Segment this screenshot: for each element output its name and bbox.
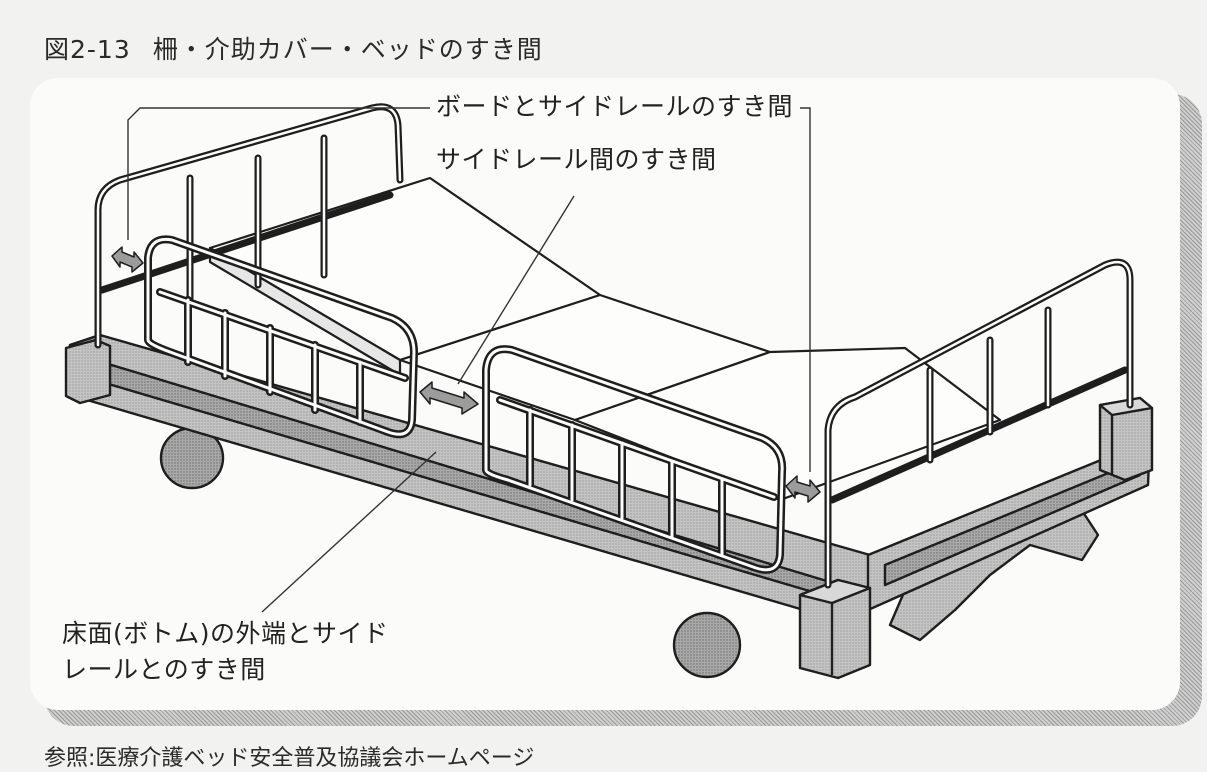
- label-floor-gap-line2: レールとのすき間: [62, 655, 266, 684]
- leader-rail-gap: [457, 195, 575, 385]
- figure-title: 図2-13 柵・介助カバー・ベッドのすき間: [44, 30, 543, 66]
- bed-base: [64, 333, 1154, 680]
- leader-board-gap-right: [800, 107, 811, 472]
- arrow-board-gap: [111, 246, 144, 273]
- source-credit: 参照:医療介護ベッド安全普及協議会ホームページ: [44, 746, 535, 771]
- figure-caption: 柵・介助カバー・ベッドのすき間: [152, 35, 543, 64]
- arrow-rail-gap: [419, 381, 479, 415]
- label-floor-gap-line1: 床面(ボトム)の外端とサイド: [62, 619, 389, 648]
- label-rail-gap: サイドレール間のすき間: [436, 145, 717, 174]
- arrow-footboard-gap: [785, 475, 821, 503]
- gap-arrows: [111, 246, 821, 503]
- caster-front-left: [672, 611, 742, 679]
- leader-board-gap-left: [127, 107, 430, 240]
- figure-number: 図2-13: [44, 35, 131, 64]
- corner-post-back: [64, 338, 112, 405]
- label-board-gap: ボードとサイドレールのすき間: [436, 92, 794, 121]
- leader-floor-gap: [261, 451, 437, 613]
- leader-lines: [127, 107, 811, 613]
